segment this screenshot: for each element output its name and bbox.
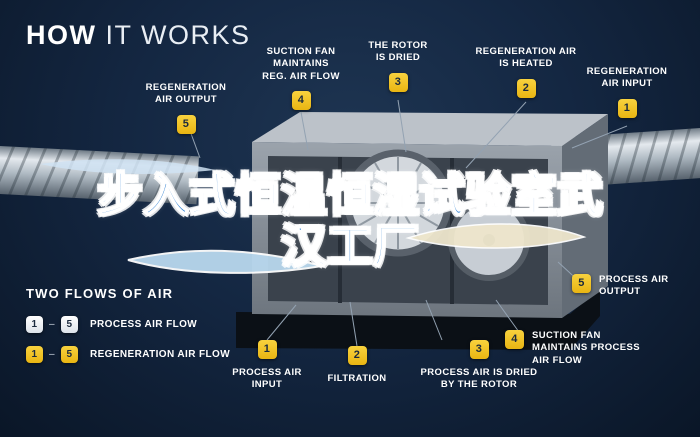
airflow-ribbons bbox=[40, 159, 587, 274]
legend-badge-from: 1 bbox=[26, 316, 43, 333]
step-badge: 2 bbox=[516, 78, 536, 98]
step-badge: 4 bbox=[505, 330, 524, 349]
step-badge: 1 bbox=[257, 340, 277, 359]
callout-process-air-output: 5 PROCESS AIR OUTPUT bbox=[572, 274, 690, 299]
legend: TWO FLOWS OF AIR 1 – 5 PROCESS AIR FLOW … bbox=[26, 286, 230, 376]
callout-label: FILTRATION bbox=[327, 373, 387, 384]
legend-title: TWO FLOWS OF AIR bbox=[26, 286, 174, 301]
legend-row-process: 1 – 5 PROCESS AIR FLOW bbox=[26, 316, 230, 333]
rotor bbox=[344, 149, 452, 257]
cabinet-top-face bbox=[252, 112, 608, 146]
page-title: HOW IT WORKS bbox=[26, 20, 251, 51]
callout-process-air-input: 1 PROCESS AIR INPUT bbox=[224, 340, 310, 392]
callout-label: PROCESS AIR INPUT bbox=[232, 367, 302, 391]
step-badge: 4 bbox=[291, 91, 311, 111]
legend-separator: – bbox=[49, 349, 55, 360]
legend-separator: – bbox=[49, 319, 55, 330]
legend-row-regeneration: 1 – 5 REGENERATION AIR FLOW bbox=[26, 346, 230, 363]
page-title-light: IT WORKS bbox=[105, 20, 251, 50]
cabinet-right-face bbox=[562, 114, 608, 318]
step-badge: 5 bbox=[176, 114, 196, 134]
step-badge: 2 bbox=[347, 346, 367, 365]
process-air-outlet-ribbon bbox=[405, 223, 587, 249]
regeneration-air-ribbon bbox=[40, 159, 215, 174]
legend-badge-to: 5 bbox=[60, 346, 78, 363]
legend-label: PROCESS AIR FLOW bbox=[89, 319, 198, 330]
step-badge: 3 bbox=[388, 72, 408, 92]
callout-regeneration-air-input: REGENERATION AIR INPUT 1 bbox=[578, 66, 676, 118]
callout-label: PROCESS AIR OUTPUT bbox=[599, 274, 669, 298]
callout-label: THE ROTOR IS DRIED bbox=[368, 40, 428, 64]
callout-regeneration-air-heated: REGENERATION AIR IS HEATED 2 bbox=[468, 46, 584, 98]
callout-regeneration-air-output: REGENERATION AIR OUTPUT 5 bbox=[130, 82, 242, 134]
callout-process-air-dried: 3 PROCESS AIR IS DRIED BY THE ROTOR bbox=[404, 340, 554, 392]
left-duct bbox=[0, 145, 199, 205]
callout-label: SUCTION FAN MAINTAINS PROCESS AIR FLOW bbox=[532, 330, 640, 366]
step-badge: 1 bbox=[617, 98, 637, 118]
step-badge: 5 bbox=[572, 274, 591, 293]
page-title-bold: HOW bbox=[26, 20, 97, 50]
callout-suction-fan-reg: SUCTION FAN MAINTAINS REG. AIR FLOW 4 bbox=[250, 46, 352, 111]
callout-label: PROCESS AIR IS DRIED BY THE ROTOR bbox=[420, 367, 538, 391]
callout-label: REGENERATION AIR IS HEATED bbox=[475, 46, 577, 70]
callout-filtration: 2 FILTRATION bbox=[316, 346, 398, 385]
legend-label: REGENERATION AIR FLOW bbox=[89, 349, 231, 360]
callout-label: REGENERATION AIR INPUT bbox=[586, 66, 668, 90]
callout-rotor-is-dried: THE ROTOR IS DRIED 3 bbox=[356, 40, 440, 92]
legend-badge-to: 5 bbox=[60, 316, 78, 333]
legend-badge-from: 1 bbox=[26, 346, 43, 363]
callout-label: SUCTION FAN MAINTAINS REG. AIR FLOW bbox=[262, 46, 340, 82]
callout-suction-fan-process: 4 SUCTION FAN MAINTAINS PROCESS AIR FLOW bbox=[505, 330, 657, 367]
callout-label: REGENERATION AIR OUTPUT bbox=[145, 82, 227, 106]
overlay-chinese-title: 步入式恒温恒湿试验室武 汉工厂 bbox=[96, 169, 604, 272]
step-badge: 3 bbox=[469, 340, 489, 359]
process-air-inlet-ribbon bbox=[127, 249, 323, 274]
